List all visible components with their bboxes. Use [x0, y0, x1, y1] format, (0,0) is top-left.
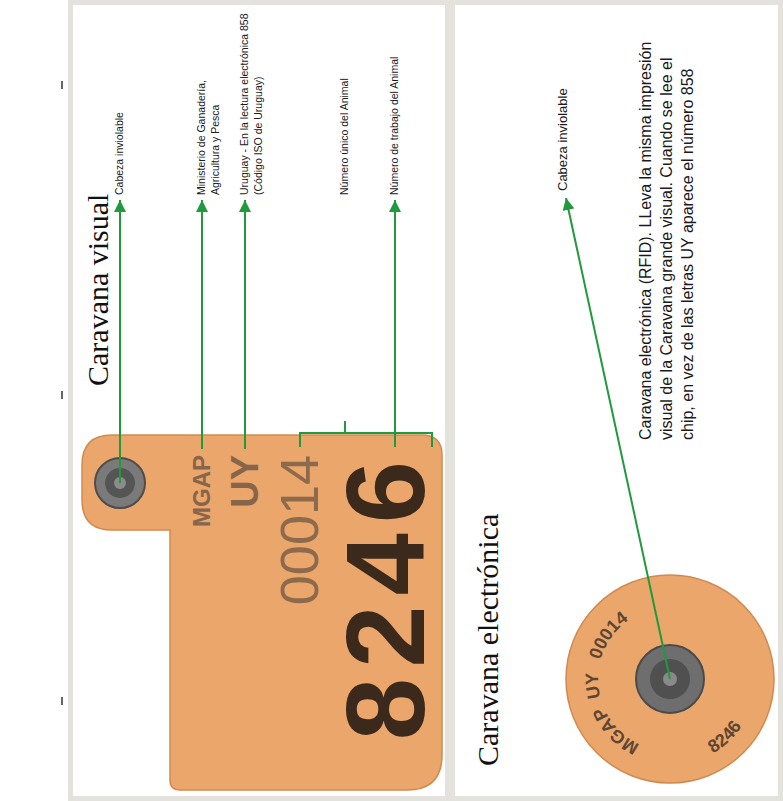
callout-label: Cabeza inviolable	[113, 112, 127, 195]
panel-band: Caravana electrónica	[450, 0, 783, 801]
ring-text-group: MGAP UY 00014 8246	[582, 607, 745, 758]
margin-ticks	[62, 81, 63, 705]
callout-label: Número de trabajo del Animal	[388, 57, 402, 195]
tag-ring-path-text: MGAP	[589, 704, 642, 758]
description-note: Caravana electrónica (RFID). LLeva la mi…	[636, 20, 698, 440]
tag-number: 8246	[330, 451, 442, 740]
tag-ring-path-text: 8246	[704, 717, 745, 757]
callout-label: Ministerio de Ganadería, Agricultura y P…	[195, 55, 222, 195]
tag-ring-print: 00014	[585, 607, 631, 661]
tag-print: 00014	[272, 455, 326, 605]
tick-mark	[61, 697, 63, 705]
tag-print: MGAP	[190, 455, 214, 527]
tag-print: UY	[226, 455, 264, 508]
callout-label: Uruguay - En la lectura electrónica 858 …	[238, 7, 265, 195]
number-bracket	[300, 421, 432, 447]
panel-title: Caravana electrónica	[471, 514, 506, 766]
leader-arrow	[566, 198, 670, 679]
ear-tag-body	[82, 435, 442, 790]
tag-ring-path-text: UY	[582, 673, 604, 701]
leader-arrow	[119, 200, 121, 483]
leader-arrow	[244, 200, 246, 449]
leader-arrow	[394, 200, 396, 447]
callout-label: Número único del Animal	[338, 78, 352, 195]
tick-mark	[61, 391, 63, 399]
tag-ring-print: 8246	[704, 717, 745, 757]
leader-arrow	[201, 200, 203, 449]
panel-title: Caravana visual	[81, 194, 116, 386]
tag-ring-path-text: 00014	[585, 607, 631, 661]
tick-mark	[61, 81, 63, 89]
tag-ring-print: MGAP	[589, 704, 642, 758]
callout-label: Cabeza inviolable	[555, 88, 572, 191]
tag-ring-print: UY	[582, 673, 604, 701]
